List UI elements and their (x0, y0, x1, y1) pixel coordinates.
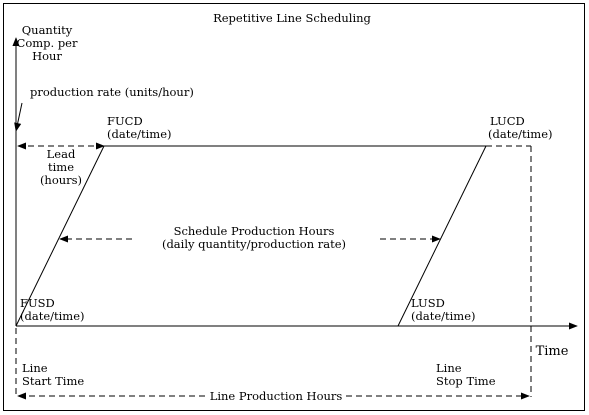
line-production-hours-label: Line Production Hours (210, 389, 343, 403)
diagram-title: Repetitive Line Scheduling (213, 11, 371, 25)
fucd-sub-label: (date/time) (107, 127, 172, 141)
lusd-sub-label: (date/time) (411, 309, 476, 323)
fusd-label: FUSD (20, 296, 55, 310)
lead-time-label-line2: time (48, 160, 74, 174)
schedule-production-hours-label: Schedule Production Hours (174, 224, 335, 238)
production-rate-arrow (14, 102, 23, 132)
line-stop-label-line2: Stop Time (436, 374, 496, 388)
line-start-label-line1: Line (22, 361, 48, 375)
lusd-lucd-ramp (397, 145, 487, 327)
frame (3, 3, 585, 411)
lucd-label: LUCD (490, 114, 525, 128)
fusd-sub-label: (date/time) (20, 309, 85, 323)
lucd-sub-label: (date/time) (488, 127, 553, 141)
y-axis-label-line3: Hour (32, 49, 62, 63)
line-stop-label-line1: Line (436, 361, 462, 375)
lead-time-label-line3: (hours) (40, 173, 82, 187)
x-axis-label: Time (536, 344, 569, 359)
lusd-label: LUSD (411, 296, 445, 310)
lead-time-label-line1: Lead (47, 147, 76, 161)
y-axis-label-line1: Quantity (22, 23, 73, 37)
fucd-label: FUCD (107, 114, 143, 128)
production-rate-label: production rate (units/hour) (30, 85, 194, 99)
line-start-label-line2: Start Time (22, 374, 84, 388)
y-axis-label-line2: Comp. per (17, 36, 78, 50)
schedule-production-hours-formula: (daily quantity/production rate) (162, 237, 346, 251)
